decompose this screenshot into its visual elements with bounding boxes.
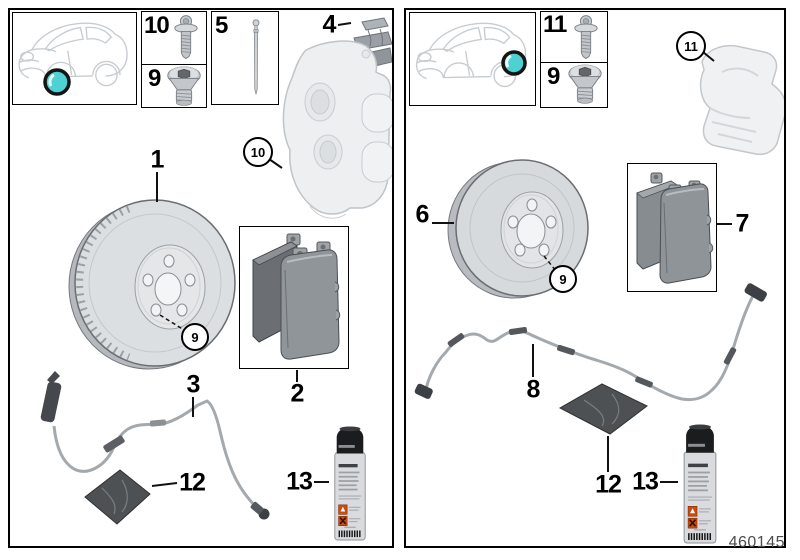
pads-box-front bbox=[239, 226, 349, 369]
rear-brake-artwork bbox=[414, 15, 784, 546]
label-plug-front: 9 bbox=[148, 65, 161, 92]
screw-box-rear bbox=[540, 11, 608, 108]
label-guide-pin: 5 bbox=[215, 12, 228, 39]
grease-packet bbox=[84, 469, 151, 525]
grease-packet bbox=[558, 383, 648, 435]
rear-brake-panel: 11 9 6 7 8 12 13 11 9 bbox=[404, 8, 786, 548]
label-clip: 4 bbox=[322, 10, 337, 39]
brake-caliper bbox=[282, 40, 392, 219]
callout-disc-screw-front: 9 bbox=[181, 323, 209, 351]
pads-box-rear bbox=[627, 163, 717, 292]
screw-box-divider bbox=[142, 64, 206, 65]
car-thumbnail-box-front bbox=[12, 12, 137, 105]
drawing-number: 460145 bbox=[728, 534, 785, 551]
label-cleaner-front: 13 bbox=[286, 467, 313, 496]
callout-disc-screw-rear: 9 bbox=[549, 265, 577, 293]
leader-lines bbox=[151, 22, 352, 487]
label-bolt-front: 10 bbox=[144, 12, 170, 39]
rear-wear-sensor bbox=[414, 283, 767, 402]
label-front-disc: 1 bbox=[150, 145, 165, 174]
cleaner-can bbox=[684, 424, 716, 543]
front-brake-panel: 10 9 5 1 2 3 4 12 13 10 9 bbox=[8, 8, 394, 548]
label-front-sensor: 3 bbox=[186, 370, 201, 399]
front-wheel-highlight bbox=[43, 68, 71, 96]
front-wear-sensor bbox=[40, 371, 270, 520]
label-front-pads: 2 bbox=[290, 379, 305, 408]
label-grease-rear: 12 bbox=[595, 470, 622, 499]
rear-brake-pads bbox=[636, 172, 714, 284]
front-brake-pads bbox=[252, 233, 341, 360]
label-cleaner-rear: 13 bbox=[632, 467, 659, 496]
screw-box-front bbox=[141, 11, 207, 108]
label-plug-rear: 9 bbox=[547, 63, 560, 90]
car-thumbnail-box-rear bbox=[409, 12, 536, 106]
label-rear-disc: 6 bbox=[415, 200, 430, 229]
callout-caliper: 10 bbox=[243, 137, 273, 167]
leader-lines bbox=[432, 51, 732, 483]
caliper-carrier bbox=[699, 44, 784, 156]
guide-pin-box bbox=[211, 11, 279, 105]
cleaner-can bbox=[335, 426, 365, 540]
rear-wheel-highlight bbox=[501, 50, 527, 76]
label-bolt-rear: 11 bbox=[543, 11, 567, 38]
front-brake-disc bbox=[68, 199, 236, 370]
disc-screw-leader bbox=[159, 314, 185, 331]
rear-brake-disc bbox=[447, 159, 589, 299]
label-rear-pads: 7 bbox=[735, 209, 750, 238]
label-rear-sensor: 8 bbox=[526, 375, 541, 404]
callout-carrier: 11 bbox=[676, 31, 706, 61]
screw-box-divider bbox=[541, 62, 607, 63]
label-grease-front: 12 bbox=[179, 468, 206, 497]
